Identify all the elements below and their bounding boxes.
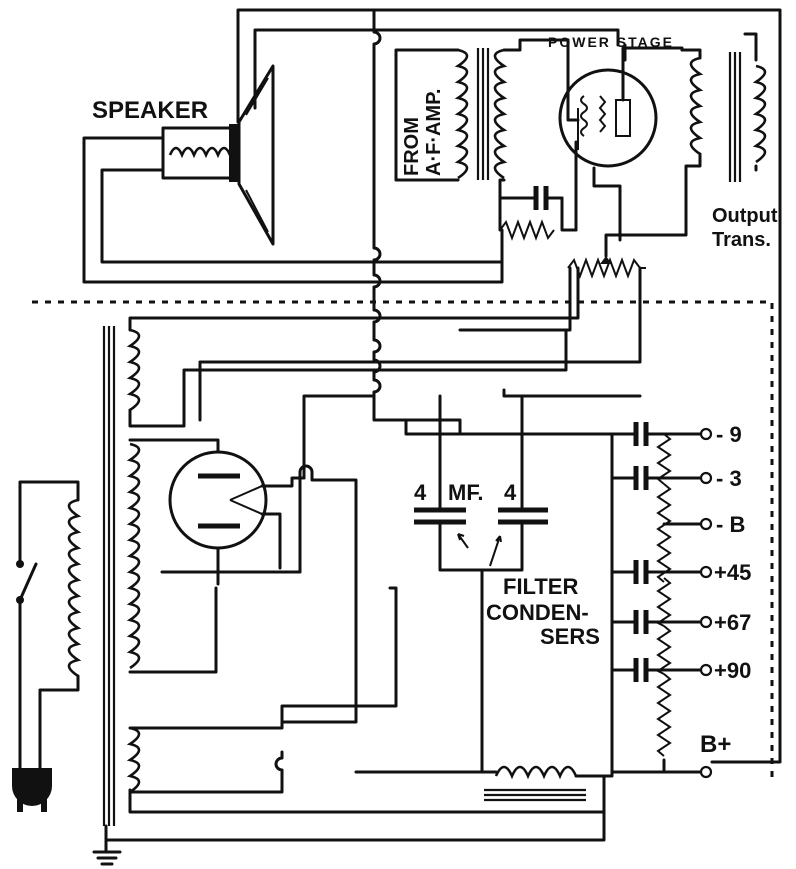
filter-capacitor-right — [498, 507, 548, 525]
terminal-label: +45 — [714, 560, 751, 585]
filter-line1: FILTER — [503, 574, 578, 599]
terminal-plus90: +90 — [699, 658, 751, 683]
mf-unit: MF. — [448, 480, 483, 505]
speaker — [161, 64, 275, 246]
output-trans-line1: Output — [712, 205, 778, 227]
bias-potentiometer — [567, 256, 646, 279]
terminal-b-plus: B+ — [699, 731, 731, 779]
filter-capacitor-left — [414, 507, 466, 525]
mains-plug — [12, 768, 52, 812]
terminal-plus67: +67 — [699, 610, 751, 635]
mf-right: 4 — [504, 480, 517, 505]
power-transformer — [67, 326, 141, 826]
terminal-label: - 9 — [716, 422, 742, 447]
output-trans-line2: Trans. — [712, 229, 771, 251]
terminal-label: +67 — [714, 610, 751, 635]
terminal-label: +90 — [714, 658, 751, 683]
output-transformer — [689, 52, 767, 182]
filter-choke — [484, 765, 586, 802]
terminal-label: - 3 — [716, 466, 742, 491]
power-stage-label: POWER STAGE — [548, 34, 674, 50]
filter-line2: CONDEN- — [486, 600, 589, 625]
ground-symbol — [92, 824, 122, 866]
voltage-divider-resistor — [656, 433, 672, 757]
af-input-transformer — [454, 48, 508, 180]
terminal-minus9: - 9 — [699, 422, 742, 447]
b-plus-label: B+ — [700, 731, 731, 758]
terminal-minus-b: - B — [699, 512, 745, 537]
terminal-minus3: - 3 — [699, 466, 742, 491]
rectifier-tube — [168, 450, 268, 550]
grid-bias-network — [499, 186, 578, 241]
speaker-label: SPEAKER — [92, 97, 208, 124]
filter-line3: SERS — [540, 624, 600, 649]
from-af-line2: A·F·AMP. — [423, 89, 445, 176]
terminal-label: - B — [716, 512, 745, 537]
from-af-line1: FROM — [401, 117, 423, 176]
power-switch — [16, 560, 38, 604]
power-stage-tube — [558, 68, 658, 168]
mf-left: 4 — [414, 480, 427, 505]
bypass-capacitors — [610, 422, 702, 682]
terminal-plus45: +45 — [699, 560, 751, 585]
